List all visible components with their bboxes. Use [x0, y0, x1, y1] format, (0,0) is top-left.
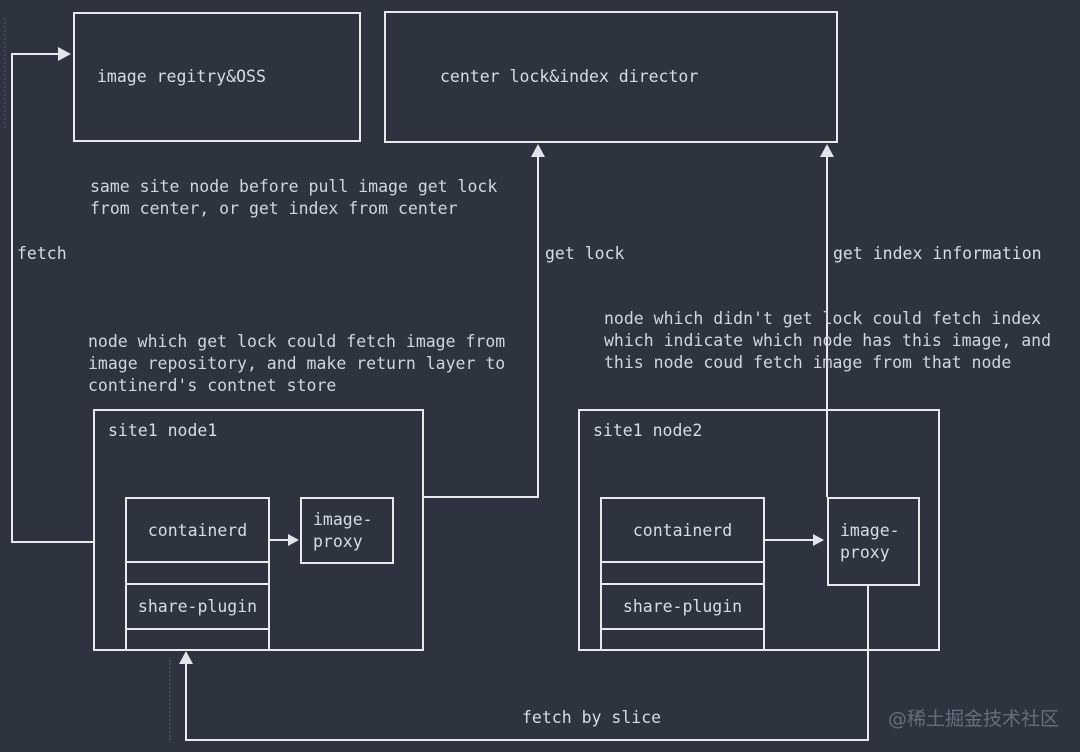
fetch-arrowhead [58, 47, 71, 61]
node2-stack-slot-2 [600, 628, 765, 651]
note-lock-node: node which get lock could fetch image fr… [88, 332, 506, 395]
fetch-by-slice-arrow-line [185, 586, 869, 741]
get-lock-label: get lock [545, 244, 625, 263]
get-index-arrowhead [820, 144, 834, 157]
node2-proxy-arrowhead [813, 534, 824, 546]
center-director-box [384, 11, 838, 143]
fetch-label: fetch [17, 244, 67, 263]
center-director-label: center lock&index director [440, 67, 699, 86]
grid-dotted-line [169, 660, 171, 740]
fetch-by-slice-arrowhead [179, 651, 193, 664]
node1-share-plugin-label: share-plugin [137, 597, 258, 616]
node1-image-proxy-box [300, 497, 394, 564]
site1-node1-title: site1 node1 [108, 421, 218, 440]
image-registry-box [73, 12, 361, 142]
note-same-site: same site node before pull image get loc… [90, 177, 498, 218]
node1-proxy-arrowhead [288, 534, 299, 546]
get-lock-arrowhead [531, 144, 545, 157]
node2-image-proxy-box [827, 497, 920, 586]
node2-containerd-label: containerd [632, 520, 733, 540]
node1-stack-slot-2 [125, 628, 270, 651]
grid-dotted-line [4, 18, 6, 128]
get-index-label: get index information [833, 244, 1042, 263]
image-registry-label: image regitry&OSS [97, 67, 266, 86]
get-lock-arrow-line [424, 152, 539, 498]
node2-image-proxy-label: image- proxy [840, 520, 900, 562]
node1-stack-slot-1 [125, 561, 270, 585]
node2-stack-slot-1 [600, 561, 765, 585]
fetch-arrow-line [11, 53, 93, 543]
node2-share-plugin-label: share-plugin [622, 597, 743, 616]
node1-containerd-label: containerd [147, 520, 248, 540]
note-no-lock-node: node which didn't get lock could fetch i… [604, 309, 1052, 372]
fetch-by-slice-label: fetch by slice [522, 708, 662, 727]
site1-node2-title: site1 node2 [593, 421, 703, 440]
node1-image-proxy-label: image- proxy [313, 509, 373, 551]
watermark-text: @稀土掘金技术社区 [888, 708, 1060, 730]
